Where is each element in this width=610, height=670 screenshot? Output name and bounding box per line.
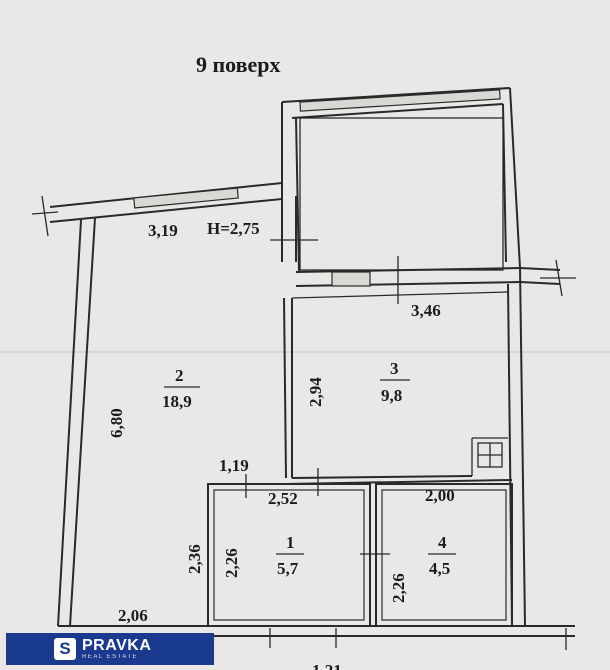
dim-hall-length: 6,80 [107, 408, 126, 438]
room-area: 5,7 [277, 559, 299, 578]
room-number: 3 [390, 359, 399, 378]
brand-name: PRAVKA REAL ESTATE [82, 636, 152, 661]
dim-top-hall-width: 3,19 [148, 221, 178, 240]
dim-corridor-width: 1,19 [219, 456, 249, 475]
room-number: 1 [286, 533, 295, 552]
room-1: 1 5,7 [276, 533, 304, 578]
dim-room4-width: 2,00 [425, 486, 455, 505]
room-4: 4 4,5 [428, 533, 456, 578]
ceiling-height: H=2,75 [207, 219, 260, 238]
room-2: 2 18,9 [162, 366, 200, 411]
brand-banner: S PRAVKA REAL ESTATE [6, 633, 214, 665]
dim-room3-width: 3,46 [411, 301, 441, 320]
brand-tagline: REAL ESTATE [82, 653, 139, 660]
room-3: 3 9,8 [380, 359, 410, 405]
brand-logo-icon: S [54, 638, 76, 660]
dimension-labels: 3,19 H=2,75 3,46 6,80 2,94 1,19 2,52 2,0… [107, 219, 455, 670]
floor-title: 9 поверх [196, 52, 281, 77]
room-number: 4 [438, 533, 447, 552]
brand-name-text: PRAVKA [82, 636, 152, 654]
interior-walls [31, 195, 576, 650]
room-area: 9,8 [381, 386, 402, 405]
dim-bottom-width: 2,06 [118, 606, 148, 625]
dim-room4-height: 2,26 [389, 573, 408, 603]
dim-room1-width: 2,52 [268, 489, 298, 508]
dim-bottom-partial: 1,21 [312, 661, 342, 670]
dim-hall-lower-height: 2,36 [185, 544, 204, 574]
dim-room1-height: 2,26 [222, 548, 241, 578]
room-area: 18,9 [162, 392, 192, 411]
room-number: 2 [175, 366, 184, 385]
room-area: 4,5 [429, 559, 450, 578]
dim-room3-height: 2,94 [306, 377, 325, 407]
